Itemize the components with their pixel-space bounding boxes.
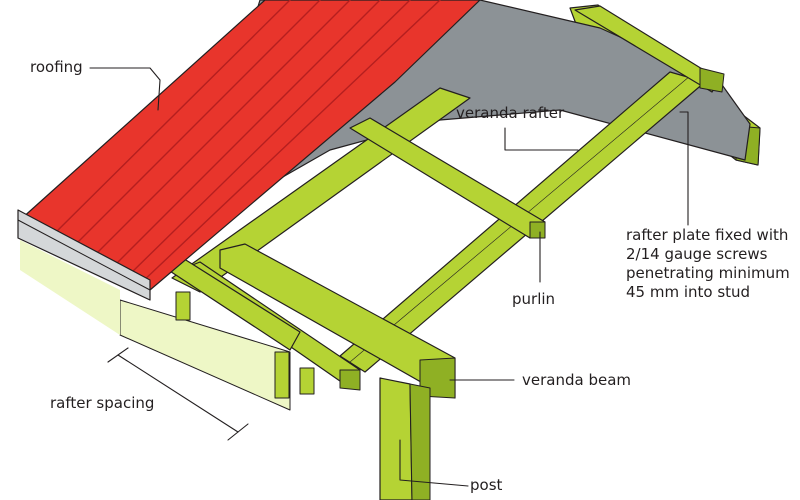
dimension-tick-start	[107, 347, 129, 363]
label-purlin: purlin	[512, 290, 556, 308]
roofing-ribs	[51, 0, 441, 285]
leader-lines	[89, 67, 689, 487]
leader-rafter-plate	[679, 111, 689, 226]
purlin-upper-end	[529, 221, 546, 239]
purlin-upper	[349, 117, 546, 239]
label-rafter-plate: rafter plate fixed with 2/14 gauge screw…	[626, 226, 790, 301]
wall-left-panel	[20, 240, 120, 335]
label-rafter-spacing: rafter spacing	[50, 394, 155, 412]
gutter-lip	[17, 219, 151, 291]
purlin-lower-end	[339, 369, 361, 391]
label-post: post	[470, 476, 503, 494]
stud	[274, 351, 290, 399]
small-block-mid	[299, 367, 315, 395]
label-veranda-rafter: veranda rafter	[456, 104, 565, 122]
label-veranda-beam: veranda beam	[522, 371, 632, 389]
rafter-end-top	[699, 67, 725, 93]
dimension-tick-end	[227, 423, 249, 441]
post	[379, 377, 413, 500]
leader-roofing	[89, 67, 161, 111]
roofing-sheet	[19, 0, 481, 291]
post-side	[409, 383, 431, 500]
label-roofing: roofing	[30, 58, 83, 76]
small-block-left	[175, 291, 191, 321]
leader-veranda-rafter	[504, 127, 579, 151]
rafter-spacing-dimension	[117, 354, 239, 433]
leader-post	[399, 439, 469, 487]
